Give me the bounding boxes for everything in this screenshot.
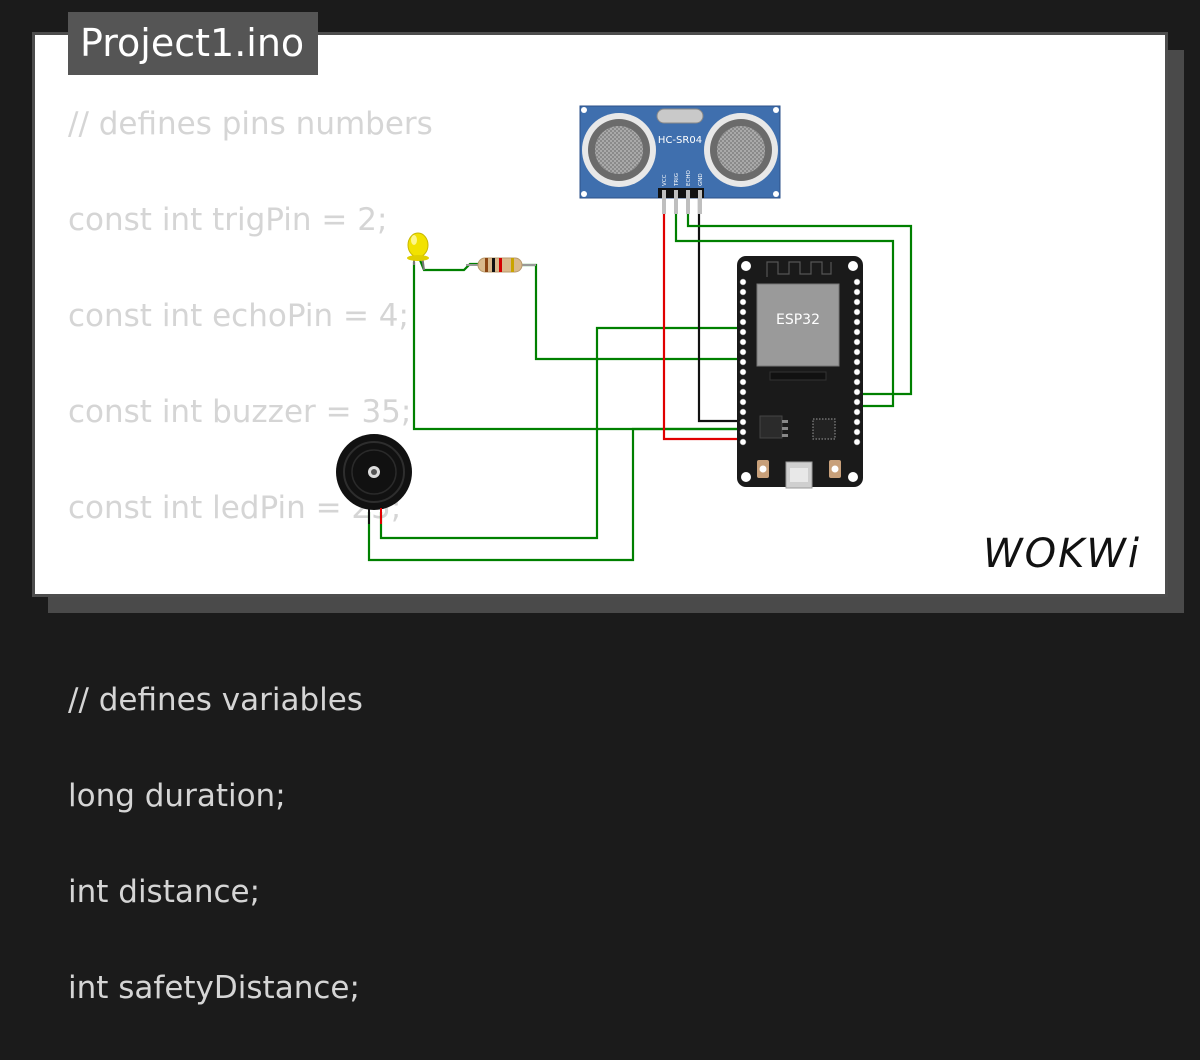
code-line: // defines pins numbers (68, 106, 433, 142)
ultrasonic-sensor[interactable]: HC-SR04 VCC TRIG ECHO GND (579, 105, 781, 214)
wire-buzzer-2 (367, 427, 742, 562)
code-line: int distance; (68, 874, 261, 910)
wire-led-gnd (412, 262, 742, 431)
pin-label: TRIG (674, 173, 680, 187)
pin-label: ECHO (686, 170, 692, 186)
code-line: // defines variables (68, 682, 363, 718)
board-label: ESP32 (776, 312, 820, 328)
esp32-board[interactable]: ESP32 (737, 256, 863, 489)
code-line: const int buzzer = 35; (68, 394, 412, 430)
pin-label: VCC (662, 174, 668, 186)
wire-sensor-gnd (697, 198, 742, 423)
transducer-left (582, 113, 656, 187)
wire-buzzer-1 (379, 326, 742, 540)
code-line: long duration; (68, 778, 286, 814)
sensor-pin-labels: VCC TRIG ECHO GND (662, 170, 704, 187)
sensor-pins (662, 190, 702, 214)
project-title[interactable]: Project1.ino (68, 12, 318, 75)
antenna-trace (766, 261, 832, 277)
resistor[interactable] (466, 257, 536, 273)
code-line: const int trigPin = 2; (68, 202, 388, 238)
wire-sensor-trig (674, 198, 895, 408)
transducer-right (704, 113, 778, 187)
wokwi-logo-text: WOKWi (983, 531, 1141, 577)
led-yellow[interactable] (407, 232, 429, 271)
wire-sensor-echo (686, 198, 913, 396)
right-pin-header (853, 278, 861, 446)
code-line: const int ledPin = 25; (68, 490, 402, 526)
left-pin-header (739, 278, 747, 446)
wokwi-logo: WOKWi (983, 531, 1141, 577)
sensor-model-label: HC-SR04 (658, 135, 702, 146)
wire-sensor-vcc (662, 198, 742, 441)
pin-label: GND (698, 173, 704, 186)
buzzer[interactable] (336, 434, 412, 524)
wire-resistor-esp (520, 263, 742, 361)
code-line: const int echoPin = 4; (68, 298, 409, 334)
code-line: int safetyDistance; (68, 970, 360, 1006)
circuit-diagram: HC-SR04 VCC TRIG ECHO GND (336, 105, 1141, 577)
